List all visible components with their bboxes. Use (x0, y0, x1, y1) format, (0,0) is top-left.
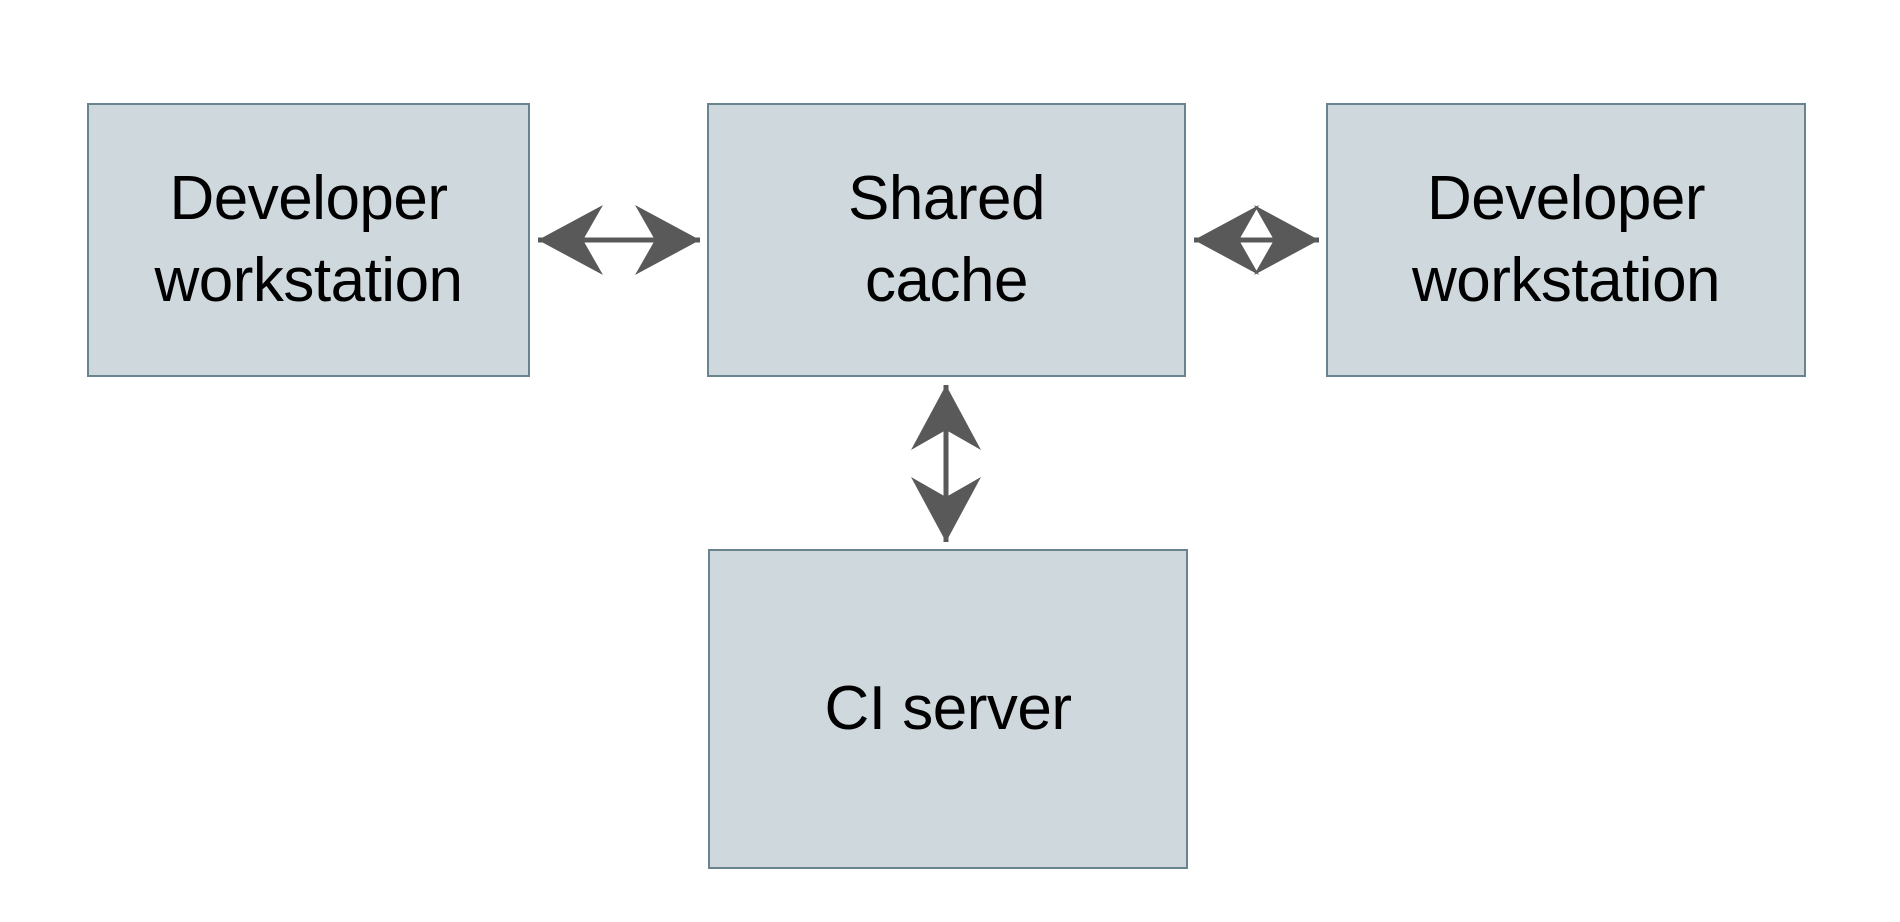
node-label: Developer workstation (1411, 164, 1721, 315)
edge-cache-right-hitbox[interactable] (1186, 222, 1328, 258)
edge-cache-ci-hitbox[interactable] (928, 377, 964, 549)
node-ci-server[interactable]: CI server (708, 549, 1188, 869)
node-label: CI server (824, 674, 1072, 744)
node-label: Shared cache (848, 164, 1045, 315)
node-developer-workstation-right[interactable]: Developer workstation (1326, 103, 1806, 377)
node-developer-workstation-left[interactable]: Developer workstation (87, 103, 530, 377)
node-shared-cache[interactable]: Shared cache (707, 103, 1186, 377)
node-label: Developer workstation (154, 164, 463, 315)
edge-left-cache-hitbox[interactable] (530, 222, 710, 258)
